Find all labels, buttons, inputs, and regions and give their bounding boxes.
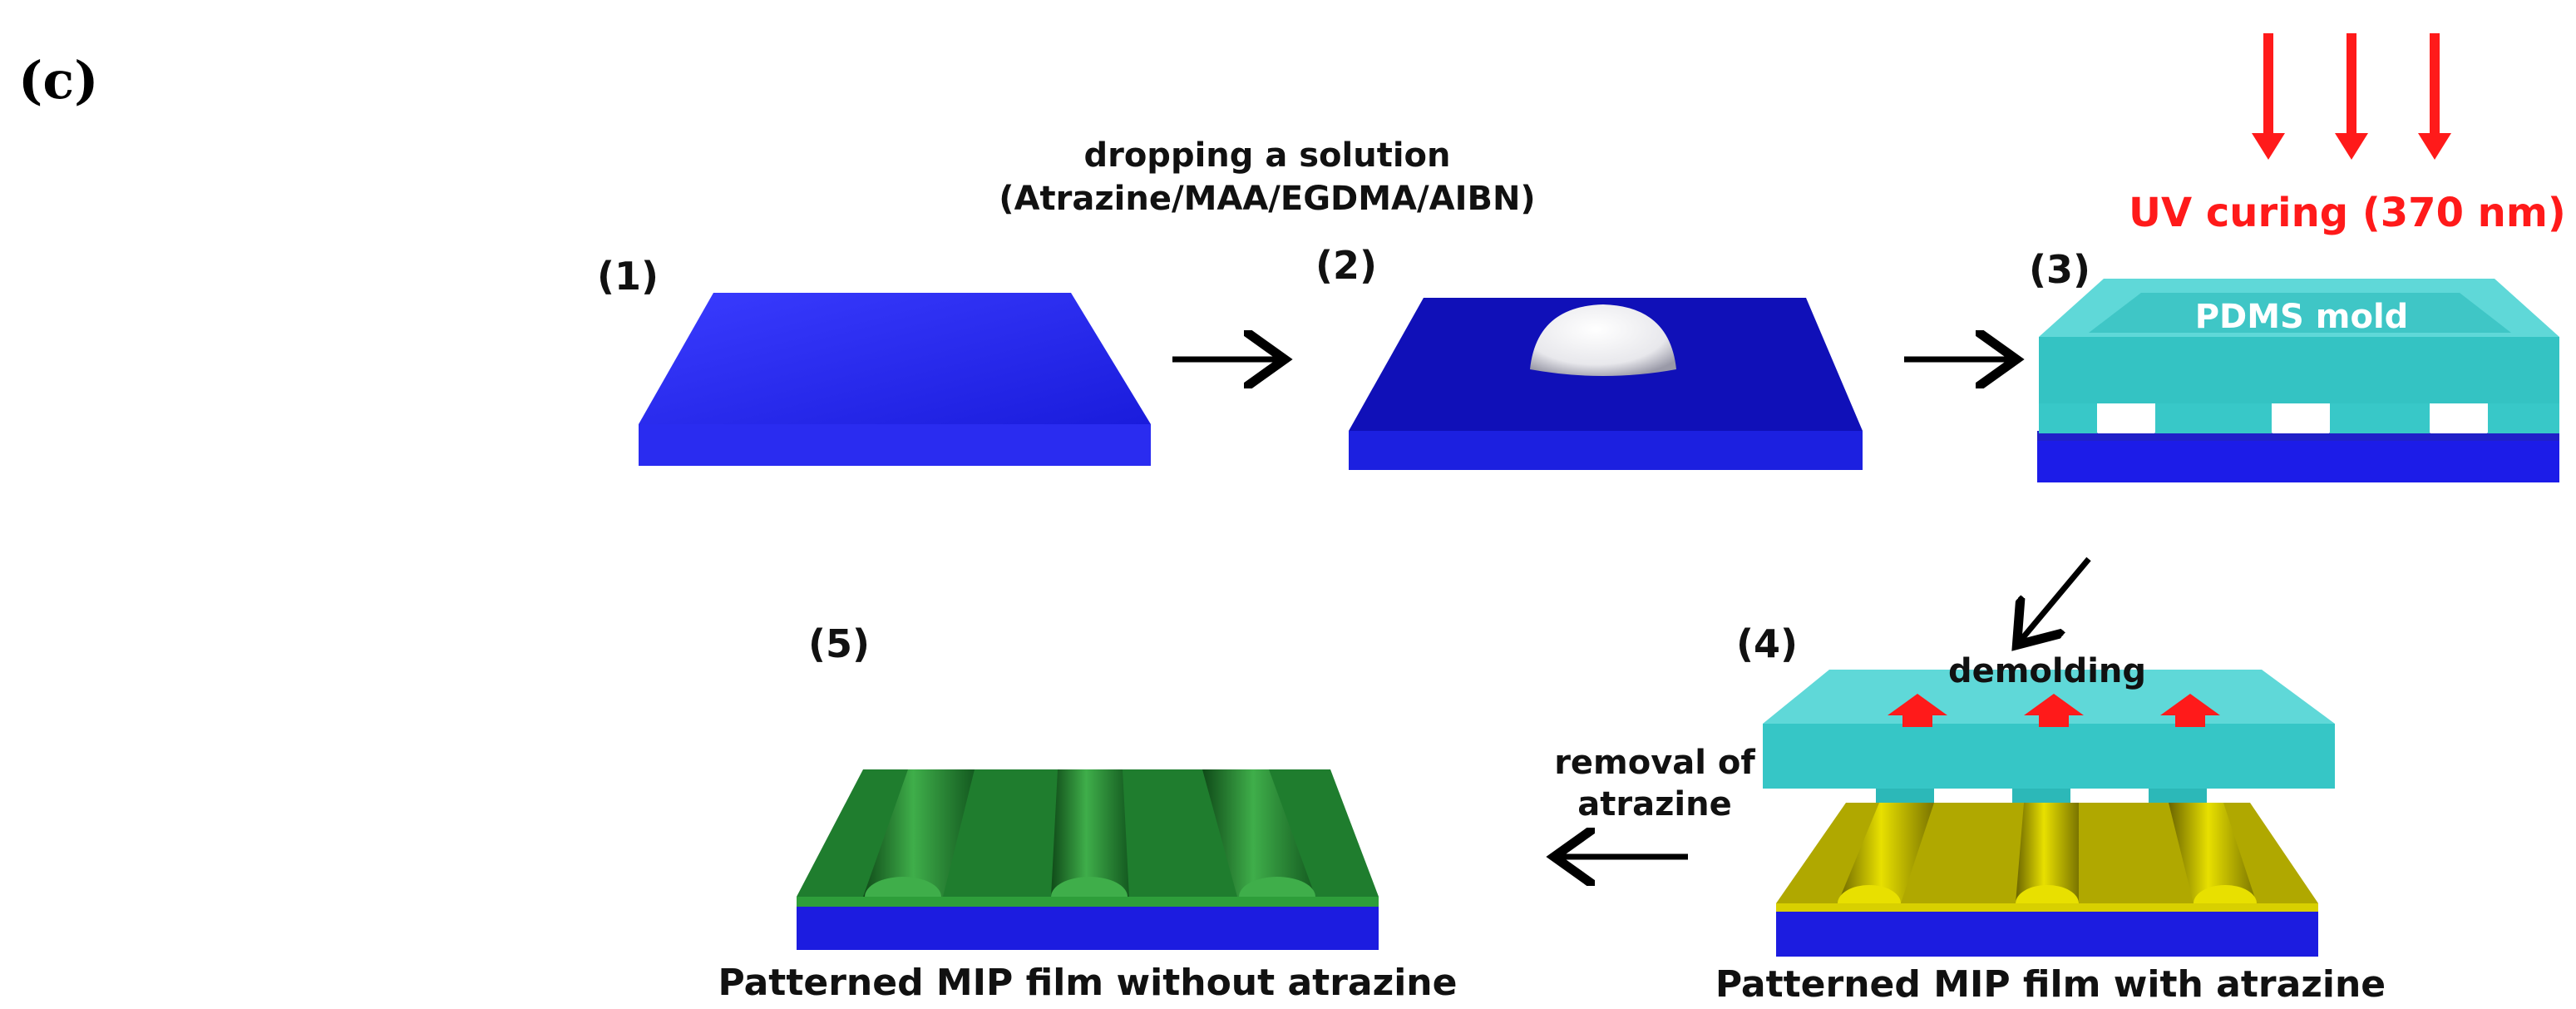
pdms-mold-top-inner [2089,293,2511,333]
arrow-step3-to-step4 [2021,556,2091,641]
pdms-mold-front [1763,724,2335,789]
film-ridge-1 [863,769,975,897]
mip-ridge-1 [1838,803,1934,903]
substrate-front [639,424,1151,466]
uv-curing-label: UV curing (370 nm) [2129,190,2566,236]
substrate-front [1349,431,1863,470]
step-3: (3) PDMS mold [2029,247,2559,482]
pdms-mold-front [2039,337,2559,403]
mold-channel-2 [2272,416,2330,433]
mip-ridge-3 [2169,803,2257,903]
step-5: (5) Patterned MIP film without atrazine [718,621,1458,1004]
substrate-front [1776,912,2318,957]
uv-arrowhead-2 [2335,133,2368,160]
mold-channel-3 [2430,416,2488,433]
demold-up-arrow-2 [2024,694,2084,727]
mold-tooth-4 [2488,403,2559,433]
mold-channel-1 [2097,416,2155,433]
substrate-top [639,293,1151,424]
dropping-label-line2: (Atrazine/MAA/EGDMA/AIBN) [999,180,1535,218]
demold-up-arrow-3 [2160,694,2220,727]
step-4-number: (4) [1736,621,1798,666]
step-2: (2) [1315,243,1863,470]
uv-arrowhead-1 [2252,133,2285,160]
mold-tooth-1 [2039,403,2097,433]
uv-arrows [2252,33,2451,160]
uv-arrowhead-3 [2418,133,2451,160]
step-4: (4) demolding Patterned MIP film with at… [1715,621,2386,1006]
demold-up-arrow-1 [1888,694,1947,727]
step-5-caption: Patterned MIP film without atrazine [718,962,1458,1004]
mip-film-front [1776,903,2318,912]
mip-ridge-2 [2016,803,2079,903]
film-ridge-2 [1051,769,1129,897]
step-4-caption: Patterned MIP film with atrazine [1715,963,2386,1006]
film-ridge-3 [1202,769,1315,897]
film-front [797,897,1379,907]
dropping-label-line1: dropping a solution [1083,136,1450,175]
demolding-label: demolding [1948,652,2146,690]
pdms-mold-label: PDMS mold [2195,298,2409,336]
step-1-number: (1) [597,254,659,299]
step-2-number: (2) [1315,243,1377,288]
step-1: (1) [597,254,1151,466]
step-5-number: (5) [808,621,870,666]
mold-tooth-3 [2330,403,2430,433]
step-3-number: (3) [2029,247,2090,292]
solution-droplet [1530,304,1676,376]
substrate-front [2037,441,2559,482]
removal-label-line1: removal of [1554,744,1755,782]
panel-label: (c) [18,50,98,111]
removal-label-line2: atrazine [1577,785,1731,824]
mold-tooth-2 [2155,403,2272,433]
substrate-front [797,907,1379,950]
